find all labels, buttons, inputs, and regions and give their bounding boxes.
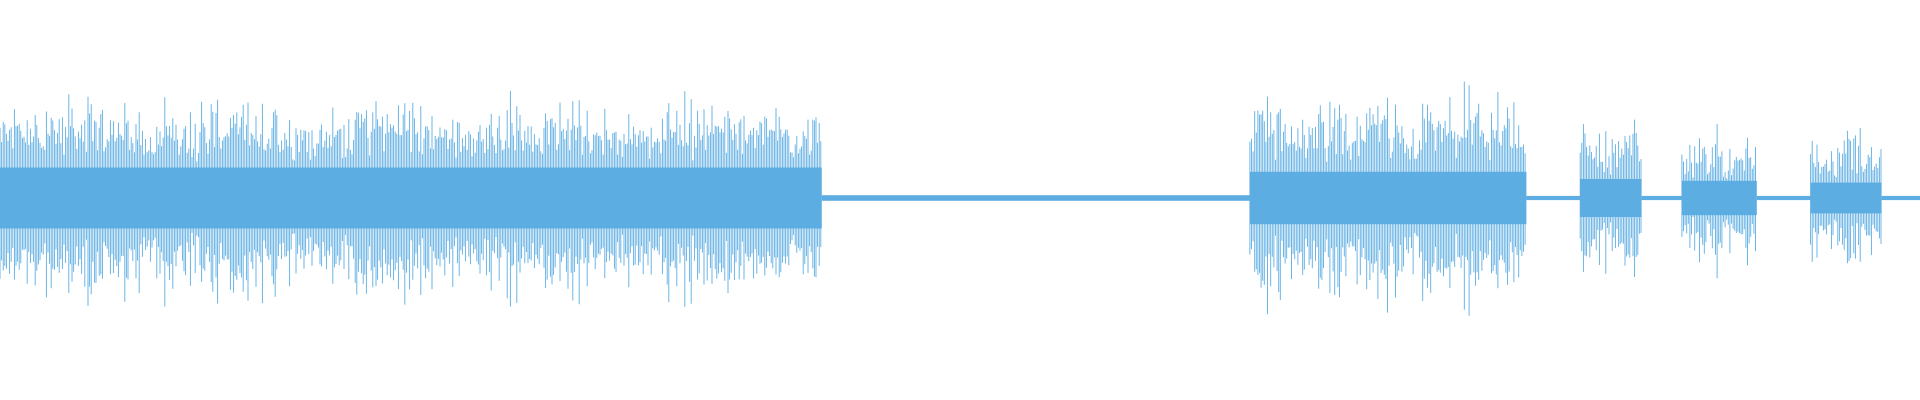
- segment-7: [1756, 195, 1811, 201]
- segment-5: [1641, 195, 1682, 201]
- segment-gap: [821, 195, 1250, 201]
- segment-5-core: [1641, 195, 1682, 201]
- segment-7-core: [1756, 195, 1811, 201]
- segment-8: [1810, 128, 1882, 264]
- segment-3-core: [1526, 195, 1581, 201]
- segment-9-core: [1881, 195, 1920, 201]
- segment-gap-core: [821, 195, 1250, 201]
- segment-6: [1681, 124, 1757, 279]
- segment-4: [1579, 119, 1642, 277]
- segment-2: [1249, 81, 1527, 316]
- segment-3: [1526, 195, 1581, 201]
- segment-9: [1881, 195, 1920, 201]
- waveform-bars: [0, 81, 1920, 316]
- segment-1: [0, 90, 822, 307]
